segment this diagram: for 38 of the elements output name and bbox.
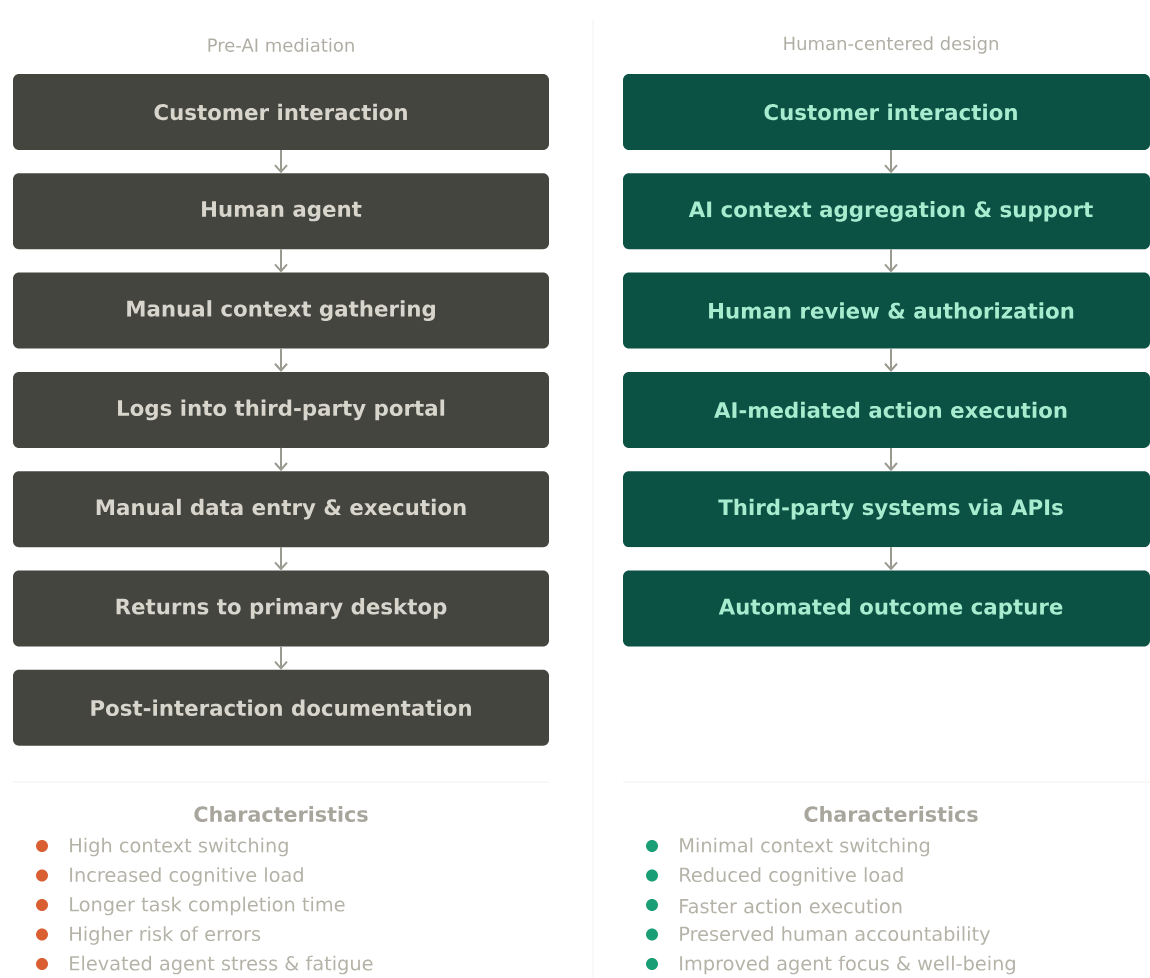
list-item: Higher risk of errors (70, 926, 261, 945)
arrow (884, 347, 898, 372)
process-box: Manual data entry & execution (13, 471, 549, 548)
process-box: Human agent (13, 173, 549, 250)
list-item: Longer task completion time (70, 896, 345, 916)
arrow (884, 446, 898, 472)
process-box: Logs into third-party portal (13, 371, 549, 448)
section-heading: Characteristics (194, 806, 368, 822)
process-box: Returns to primary desktop (13, 570, 549, 647)
list-item: Reduced cognitive load (680, 867, 903, 886)
list-item: Minimal context switching (680, 837, 930, 857)
process-box: Third-party systems via APIs (623, 471, 1150, 548)
section-heading: Characteristics (804, 806, 978, 822)
arrow (274, 248, 288, 273)
arrow (274, 546, 288, 571)
arrow (274, 446, 288, 472)
process-box: AI context aggregation & support (623, 173, 1150, 250)
arrow (274, 149, 288, 174)
process-box: Human review & authorization (623, 272, 1150, 349)
list-item: Elevated agent stress & fatigue (70, 955, 373, 975)
arrow (884, 149, 898, 174)
process-box: Customer interaction (13, 74, 549, 150)
list-item: High context switching (70, 837, 288, 857)
list-item: Increased cognitive load (70, 867, 303, 886)
process-box: Customer interaction (623, 74, 1150, 150)
arrow (274, 645, 288, 670)
subtitle: Human-centered design (784, 36, 998, 54)
process-box: Post-interaction documentation (13, 669, 549, 746)
arrow (274, 347, 288, 372)
subtitle: Pre-AI mediation (208, 38, 354, 52)
process-box: Automated outcome capture (623, 570, 1150, 647)
list-item: Improved agent focus & well-being (680, 955, 1015, 975)
arrow (884, 546, 898, 571)
list-item: Preserved human accountability (680, 926, 990, 945)
arrow (884, 248, 898, 273)
process-box: Manual context gathering (13, 272, 549, 349)
list-item: Faster action execution (680, 898, 902, 914)
process-box: AI-mediated action execution (623, 371, 1150, 448)
